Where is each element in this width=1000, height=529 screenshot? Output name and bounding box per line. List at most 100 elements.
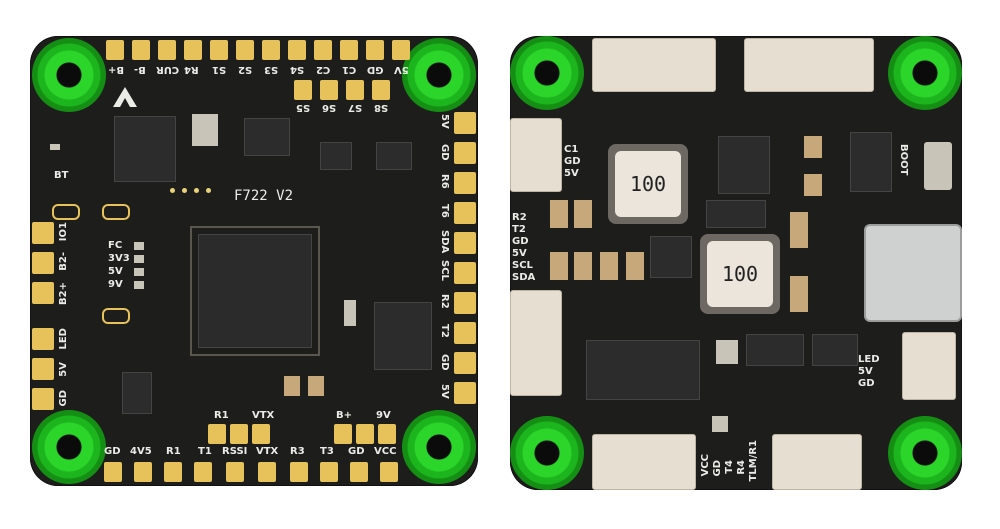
solder-pad [356, 424, 374, 444]
pad-label: GD [712, 460, 723, 477]
ic-chip [718, 136, 770, 194]
pad-label: LED [858, 354, 880, 365]
ic-chip [812, 334, 858, 366]
solder-pad [158, 40, 176, 60]
smd-component [804, 174, 822, 196]
inductor-marking: 100 [615, 151, 681, 217]
pad-label: GD [348, 446, 365, 457]
pad-label: GD [104, 446, 121, 457]
mount-grommet-icon [32, 410, 106, 484]
solder-pad [32, 358, 54, 380]
mcu-chip [198, 234, 312, 348]
solder-pad [346, 80, 364, 100]
pad-label: B2- [58, 252, 69, 271]
solder-pad [32, 222, 54, 244]
pad-label: T2 [439, 324, 450, 338]
mount-grommet-icon [402, 410, 476, 484]
gyro-chip [114, 116, 176, 182]
via-dot [170, 188, 175, 193]
mount-grommet-icon [402, 38, 476, 112]
pad-label: S8 [374, 102, 389, 113]
pad-label: R3 [290, 446, 305, 457]
oval-pad [102, 204, 130, 220]
pad-label: R6 [439, 174, 450, 189]
mount-grommet-icon [510, 36, 584, 110]
pad-label: R1 [166, 446, 181, 457]
led-label: 5V [108, 266, 123, 277]
smd-component [550, 252, 568, 280]
pad-label: S5 [296, 102, 311, 113]
solder-pad [454, 322, 476, 344]
pad-label: S6 [322, 102, 337, 113]
solder-pad [378, 424, 396, 444]
solder-pad [236, 40, 254, 60]
pad-label: B2+ [58, 282, 69, 305]
pad-label: 9V [376, 410, 391, 421]
pad-label: T6 [439, 204, 450, 218]
solder-pad [230, 424, 248, 444]
jst-connector [592, 434, 696, 490]
solder-pad [294, 80, 312, 100]
solder-pad [32, 252, 54, 274]
smd-component [626, 252, 644, 280]
oval-pad [52, 204, 80, 220]
pad-label: LED [58, 328, 69, 350]
solder-pad [32, 328, 54, 350]
pad-label: VTX [256, 446, 279, 457]
bt-label: BT [54, 170, 69, 181]
pad-label: 5V [858, 366, 873, 377]
pad-label: C1 [564, 144, 579, 155]
solder-pad [132, 40, 150, 60]
boot-button [924, 142, 952, 190]
smd-component [284, 376, 300, 396]
via-dot [194, 188, 199, 193]
jst-connector [510, 290, 562, 396]
solder-pad [262, 40, 280, 60]
led-label: FC [108, 240, 123, 251]
pad-label: SDA [439, 230, 450, 254]
pad-label: VTX [252, 410, 275, 421]
solder-pad [32, 388, 54, 410]
solder-pad [366, 40, 384, 60]
pad-label: 4V5 [130, 446, 152, 457]
ic-chip [374, 302, 432, 370]
pad-label: T2 [512, 224, 526, 235]
smd-component [716, 340, 738, 364]
oval-pad [102, 308, 130, 324]
solder-pad [104, 462, 122, 482]
board-model-label: F722 V2 [234, 188, 294, 204]
via-dot [182, 188, 187, 193]
mount-grommet-icon [32, 38, 106, 112]
pad-label: C2 [316, 64, 331, 75]
solder-pad [106, 40, 124, 60]
solder-pad [164, 462, 182, 482]
pad-label: T1 [198, 446, 212, 457]
solder-pad [454, 352, 476, 374]
ic-chip [706, 200, 766, 228]
pad-label: T3 [320, 446, 334, 457]
solder-pad [210, 40, 228, 60]
pad-label: R1 [214, 410, 229, 421]
solder-pad [320, 462, 338, 482]
flight-controller-top-view: B+ B- CUR R4 S1 S2 S3 S4 C2 C1 GD 5V S8 … [30, 36, 478, 486]
pad-label: T4 [724, 460, 735, 474]
pad-label: R4 [736, 460, 747, 475]
smd-component [308, 376, 324, 396]
smd-component [550, 200, 568, 228]
mount-grommet-icon [888, 416, 962, 490]
solder-pad [252, 424, 270, 444]
pad-label: 5V [439, 114, 450, 129]
smd-component [574, 200, 592, 228]
pad-label: SCL [439, 260, 450, 281]
solder-pad [208, 424, 226, 444]
ic-chip [320, 142, 352, 170]
pad-label: B- [134, 64, 146, 75]
power-inductor: 100 [700, 234, 780, 314]
smd-component [804, 136, 822, 158]
solder-pad [134, 462, 152, 482]
solder-pad [454, 382, 476, 404]
solder-pad [380, 462, 398, 482]
pad-label: S4 [290, 64, 305, 75]
jst-connector [510, 118, 562, 192]
status-led-icon [134, 268, 144, 276]
